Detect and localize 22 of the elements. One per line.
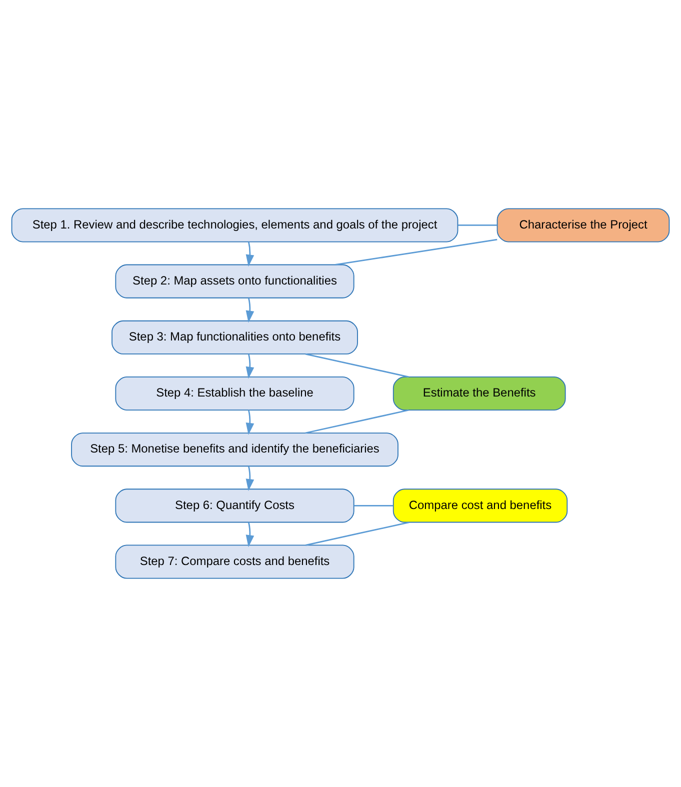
arrow [246, 298, 254, 323]
arrow [246, 466, 254, 491]
node-box: Compare cost and benefits [392, 488, 568, 523]
connector [305, 353, 409, 378]
node-box: Step 7: Compare costs and benefits [115, 544, 354, 579]
node-box: Step 4: Establish the baseline [115, 376, 354, 410]
node-box: Step 2: Map assets onto functionalities [115, 264, 354, 298]
arrow [246, 242, 254, 267]
node-box: Step 1. Review and describe technologies, elements and goals of the project [11, 208, 458, 242]
connector [335, 238, 498, 266]
connector [305, 409, 409, 434]
node-box: Estimate the Benefits [392, 376, 566, 410]
connector [458, 224, 498, 226]
connector [305, 522, 410, 546]
node-box: Step 3: Map functionalities onto benefits [112, 320, 358, 354]
arrow [246, 410, 254, 435]
node-box: Step 6: Quantify Costs [115, 488, 354, 523]
arrow [246, 522, 254, 548]
node-box: Step 5: Monetise benefits and identify the beneficiaries [71, 432, 398, 467]
connector [354, 505, 394, 506]
arrow [246, 354, 254, 379]
node-box: Characterise the Project [496, 208, 670, 242]
